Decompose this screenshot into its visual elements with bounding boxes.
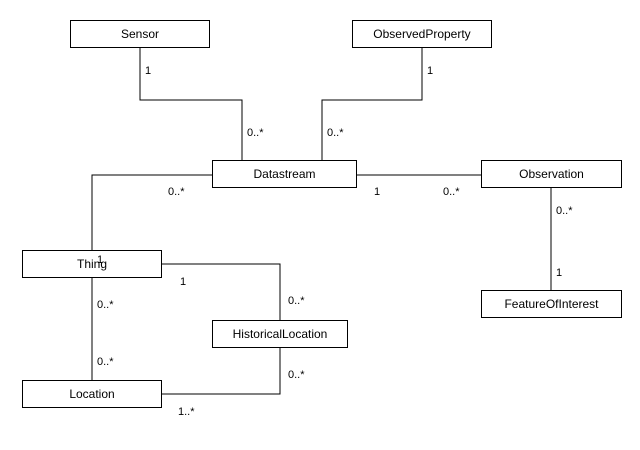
entity-box-observedproperty[interactable]: ObservedProperty: [352, 20, 492, 48]
entity-box-thing[interactable]: Thing: [22, 250, 162, 278]
multiplicity-location-to-thing: 0..*: [97, 356, 114, 368]
entity-label-location: Location: [69, 387, 115, 401]
entity-label-observation: Observation: [519, 167, 584, 181]
multiplicity-histloc-to-location: 0..*: [288, 369, 305, 381]
entity-box-historicallocation[interactable]: HistoricalLocation: [212, 320, 348, 348]
entity-label-historicallocation: HistoricalLocation: [232, 327, 328, 341]
entity-label-datastream: Datastream: [253, 167, 316, 181]
edge-sensor-datastream: [139, 48, 243, 160]
edge-thing-historicallocation: [162, 263, 281, 320]
entity-label-featureofinterest: FeatureOfInterest: [504, 297, 599, 311]
entity-label-thing: Thing: [76, 257, 108, 271]
edge-datastream-thing: [91, 174, 212, 250]
edge-location-historicallocation: [162, 348, 281, 395]
multiplicity-thing-from-datastream: 1: [97, 254, 104, 266]
multiplicity-thing-to-location: 0..*: [97, 299, 114, 311]
multiplicity-datastream-to-thing: 0..*: [168, 186, 185, 198]
entity-label-sensor: Sensor: [120, 27, 160, 41]
multiplicity-sensor-end: 1: [145, 65, 152, 77]
entity-box-sensor[interactable]: Sensor: [70, 20, 210, 48]
entity-box-location[interactable]: Location: [22, 380, 162, 408]
edge-observedproperty-datastream: [321, 48, 423, 160]
multiplicity-histloc-from-thing: 0..*: [288, 295, 305, 307]
multiplicity-thing-to-histloc: 1: [180, 276, 187, 288]
entity-box-featureofinterest[interactable]: FeatureOfInterest: [481, 290, 622, 318]
entity-box-observation[interactable]: Observation: [481, 160, 622, 188]
multiplicity-datastream-from-sensor: 0..*: [247, 127, 264, 139]
entity-label-observedproperty: ObservedProperty: [373, 27, 471, 41]
entity-box-datastream[interactable]: Datastream: [212, 160, 357, 188]
multiplicity-foi-end: 1: [556, 267, 563, 279]
multiplicity-observation-to-foi: 0..*: [556, 205, 573, 217]
multiplicity-datastream-from-observedproperty: 0..*: [327, 127, 344, 139]
multiplicity-observedproperty-end: 1: [427, 65, 434, 77]
multiplicity-observation-from-datastream: 0..*: [443, 186, 460, 198]
multiplicity-location-to-histloc: 1..*: [178, 406, 195, 418]
multiplicity-datastream-to-observation: 1: [374, 186, 381, 198]
